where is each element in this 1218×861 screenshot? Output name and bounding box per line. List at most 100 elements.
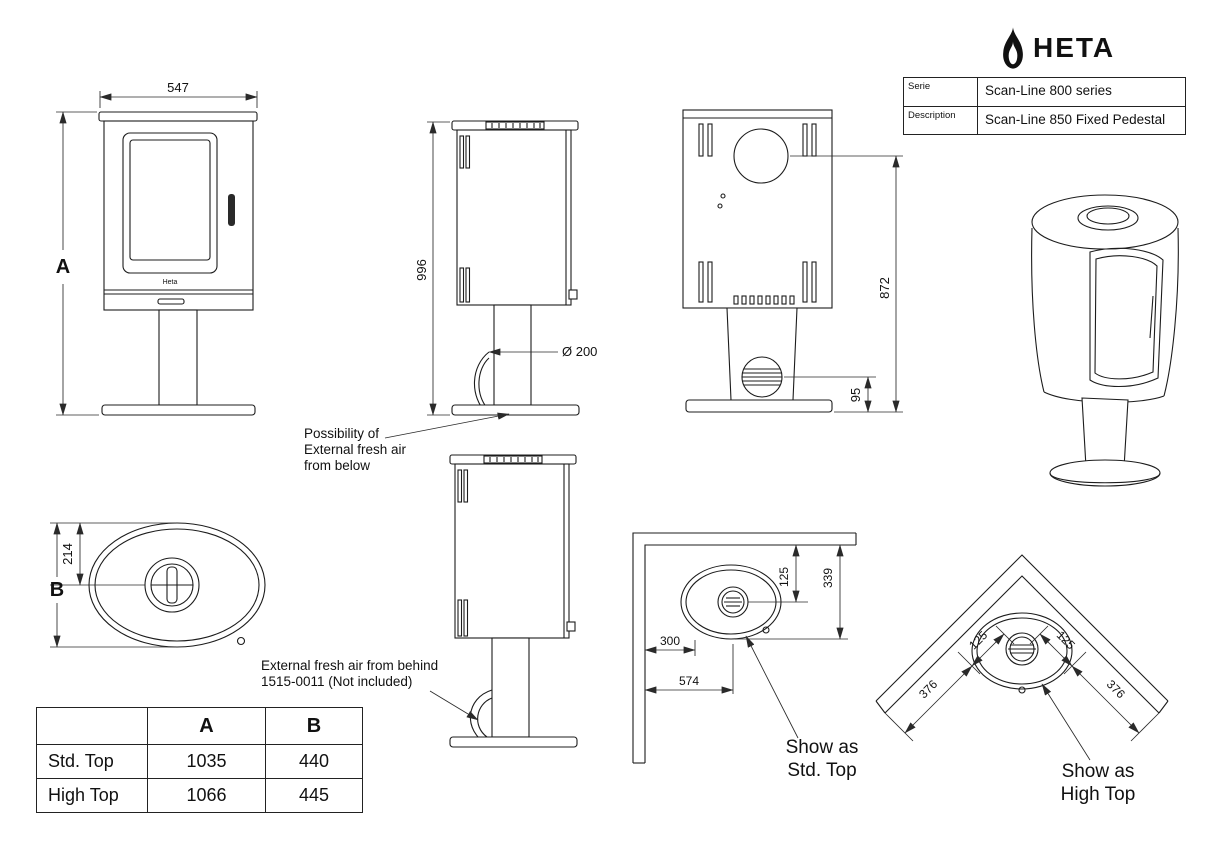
dim-side-height-text: 996: [414, 259, 429, 281]
side2-base-plate: [449, 736, 578, 748]
persp-flue-collar: [1077, 205, 1139, 231]
dim-corner-wall-to-front-text: 574: [679, 674, 699, 688]
dim-side-height: 996: [414, 121, 450, 416]
side2-pedestal: [491, 637, 530, 738]
rear-bottom-vents: [733, 295, 795, 305]
size-table-header-row: A B: [36, 707, 363, 745]
dim-front-width: 547: [99, 80, 258, 108]
dim-rear-vent-height: 95: [784, 376, 876, 413]
dim-top-front-depth: 214: [50, 522, 175, 648]
label-show-high-line2: High Top: [1060, 784, 1136, 805]
dim-corner-wall-to-stove-text: 300: [660, 634, 680, 648]
size-table-corner-cell: [36, 707, 148, 745]
dim-rear-flue-height-text: 872: [877, 277, 892, 299]
description-value: Scan-Line 850 Fixed Pedestal: [985, 112, 1166, 127]
size-table-std-a: 1035: [147, 744, 266, 779]
title-block-description-row: Description Scan-Line 850 Fixed Pedestal: [904, 106, 1185, 134]
note-fresh-air-below-line2: External fresh air: [304, 442, 407, 457]
size-table-header-a: A: [147, 707, 266, 745]
corner-view-std: 125 339 300 574: [632, 532, 857, 764]
front-door-handle: [228, 194, 235, 226]
rear-flue-outlet: [733, 128, 789, 184]
side-top-grille: [485, 121, 545, 130]
rear-body: [682, 109, 833, 309]
front-door-glass: [129, 139, 211, 261]
flame-icon: [1003, 27, 1023, 69]
side2-body: [454, 463, 570, 639]
dim-corner2-left-376-text: 376: [916, 677, 940, 701]
dim-rear-vent-height-text: 95: [848, 388, 863, 402]
side-base-plate: [451, 404, 580, 416]
note-fresh-air-below-line1: Possibility of: [304, 426, 380, 441]
side-pedestal: [493, 304, 532, 406]
size-table-row-std: Std. Top 1035 440: [36, 744, 363, 779]
corner-stove-handle: [762, 626, 770, 634]
side-body: [456, 129, 572, 306]
side2-top-grille: [483, 455, 543, 464]
size-table-high-label: High Top: [36, 778, 148, 813]
dim-front-height-text: A: [56, 256, 70, 278]
note-fresh-air-below: Possibility of External fresh air from b…: [304, 426, 406, 474]
rear-base-plate: [685, 399, 833, 413]
dim-corner-flue-offset-text: 125: [777, 567, 791, 587]
top-view: [88, 522, 266, 648]
size-table-high-b: 445: [265, 778, 363, 813]
leader-show-high: [1041, 683, 1091, 761]
persp-door-glass: [1094, 255, 1158, 380]
persp-top-plate: [1031, 194, 1179, 250]
dim-corner-wall-to-front: 574: [644, 644, 734, 694]
logo-text: HETA: [1033, 32, 1116, 63]
side-view-lower: [449, 454, 578, 748]
corner-view-high: 376 125 125 376: [875, 554, 1169, 761]
serie-value: Scan-Line 800 series: [985, 83, 1112, 98]
size-table-high-a: 1066: [147, 778, 266, 813]
dim-top-total-depth-B: B: [50, 522, 64, 648]
dim-top-front-depth-text: 214: [60, 543, 75, 565]
side2-door-latch: [566, 621, 576, 632]
side-door-latch: [568, 289, 578, 300]
leader-fresh-air-below: [384, 412, 510, 439]
size-table-std-b: 440: [265, 744, 363, 779]
front-pedestal: [158, 309, 198, 406]
front-ash-slot: [157, 298, 185, 305]
persp-door: [1089, 247, 1164, 387]
front-base-plate: [101, 404, 256, 416]
rear-pedestal: [726, 307, 798, 401]
dim-front-width-text: 547: [167, 80, 189, 95]
corner-wall-outer: [632, 532, 856, 763]
top-view-handle: [236, 636, 246, 646]
persp-body-left: [1031, 227, 1045, 393]
dim-corner-wall-to-stove: 300: [644, 634, 696, 656]
note-fresh-air-behind: External fresh air from behind 1515-0011…: [261, 658, 438, 690]
leader-fresh-air-behind: [429, 690, 479, 721]
size-table-row-high: High Top 1066 445: [36, 778, 363, 813]
corner2-stove-handle: [1018, 686, 1026, 694]
size-table-std-label: Std. Top: [36, 744, 148, 779]
front-door: [122, 132, 218, 274]
dim-flue-diameter-text: Ø 200: [562, 344, 597, 359]
dim-corner-wall-to-flue-text: 339: [821, 568, 835, 588]
front-top-plate: [98, 111, 258, 122]
corner2-stove-flue: [1005, 632, 1039, 666]
front-door-brand-text: Heta: [163, 279, 178, 286]
size-table: A B Std. Top 1035 440 High Top 1066 445: [36, 707, 363, 813]
persp-base-plate: [1049, 459, 1161, 487]
size-table-header-b: B: [265, 707, 363, 745]
label-show-std-line2: Std. Top: [787, 760, 857, 781]
persp-body-right: [1163, 227, 1179, 397]
label-show-std-line1: Show as: [785, 737, 859, 758]
perspective-view: [1031, 194, 1179, 487]
heta-logo: HETA: [1000, 26, 1115, 70]
note-fresh-air-behind-line2: 1515-0011 (Not included): [261, 674, 413, 689]
dim-front-height-A: A: [56, 111, 99, 416]
persp-door-handle: [1149, 295, 1154, 339]
side-view-upper: [451, 120, 580, 416]
corner2-wall-outer: [875, 554, 1169, 702]
rear-view: [682, 109, 833, 413]
title-block: Serie Scan-Line 800 series Description S…: [903, 77, 1186, 135]
persp-pedestal: [1081, 397, 1129, 469]
dim-top-total-depth-text: B: [50, 579, 64, 601]
dim-flue-diameter: Ø 200: [488, 344, 597, 359]
